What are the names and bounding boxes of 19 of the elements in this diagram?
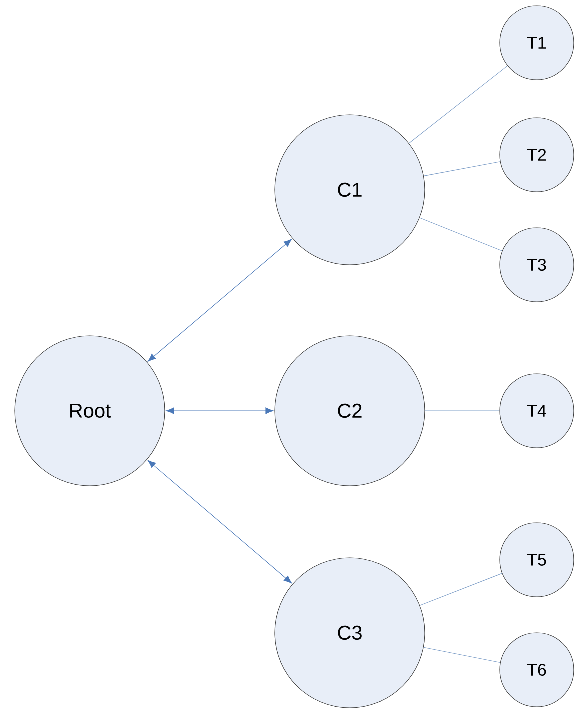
connector-line bbox=[420, 573, 503, 606]
circle-node: C2 bbox=[274, 336, 426, 486]
connector-line bbox=[425, 410, 500, 412]
connector-line bbox=[408, 66, 508, 144]
circle-node: C1 bbox=[274, 114, 426, 266]
arrow bbox=[148, 460, 292, 584]
circle-node: C3 bbox=[274, 558, 426, 708]
circle-node: Root bbox=[14, 336, 166, 486]
arrow bbox=[148, 239, 292, 362]
connector-line bbox=[420, 218, 503, 252]
circle-node: T1 bbox=[500, 6, 574, 80]
circle-node: T4 bbox=[500, 374, 574, 448]
circle-node: T3 bbox=[500, 228, 574, 302]
connector-line bbox=[424, 647, 501, 664]
arrow bbox=[166, 408, 274, 414]
connector-line bbox=[424, 162, 501, 176]
circle-node: T6 bbox=[500, 632, 574, 708]
circle-node: T2 bbox=[500, 118, 574, 192]
circle-node: T5 bbox=[500, 522, 574, 598]
